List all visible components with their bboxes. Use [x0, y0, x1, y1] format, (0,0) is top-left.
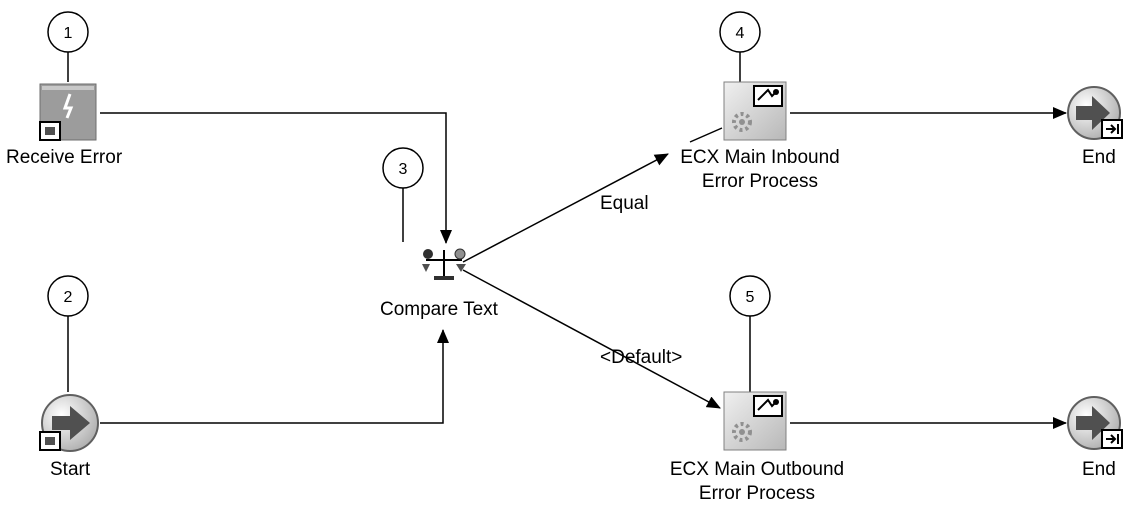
edge-compare-to-outbound [462, 269, 721, 409]
subprocess-gear-icon[interactable] [723, 81, 787, 141]
subprocess-gear-icon[interactable] [723, 391, 787, 451]
edge-compare-to-inbound [462, 153, 669, 263]
edge-label-equal: Equal [600, 193, 649, 214]
svg-text:4: 4 [736, 25, 745, 42]
callout-5: 5 [729, 275, 771, 317]
compare-text-label: Compare Text [380, 299, 498, 320]
callout-4: 4 [719, 11, 761, 53]
svg-text:1: 1 [64, 25, 73, 42]
edge-receive-to-compare [100, 112, 452, 244]
edge-compare-inbound-link [689, 127, 723, 143]
start-label: Start [50, 459, 91, 480]
inbound-label-line2: Error Process [701, 171, 819, 192]
svg-text:5: 5 [746, 289, 755, 306]
function-error-icon[interactable] [39, 83, 97, 141]
receive-error-label: Receive Error [6, 147, 123, 168]
inbound-label-line1: ECX Main Inbound [680, 147, 840, 168]
svg-text:2: 2 [64, 289, 73, 306]
scale-compare-icon[interactable] [422, 248, 466, 280]
end-bottom-label: End [1082, 459, 1116, 480]
end-arrow-icon[interactable] [1067, 86, 1123, 140]
outbound-label-line2: Error Process [698, 483, 816, 504]
end-top-label: End [1082, 147, 1116, 168]
callout-stems [67, 52, 751, 392]
edge-start-to-compare [100, 329, 449, 424]
svg-text:3: 3 [399, 161, 408, 178]
edges [100, 107, 1067, 429]
callout-2: 2 [47, 275, 89, 317]
callout-3: 3 [382, 147, 424, 189]
edge-label-default: <Default> [600, 347, 683, 368]
callout-1: 1 [47, 11, 89, 53]
start-arrow-icon[interactable] [39, 394, 99, 452]
end-arrow-icon[interactable] [1067, 396, 1123, 450]
outbound-label-line1: ECX Main Outbound [669, 459, 845, 480]
